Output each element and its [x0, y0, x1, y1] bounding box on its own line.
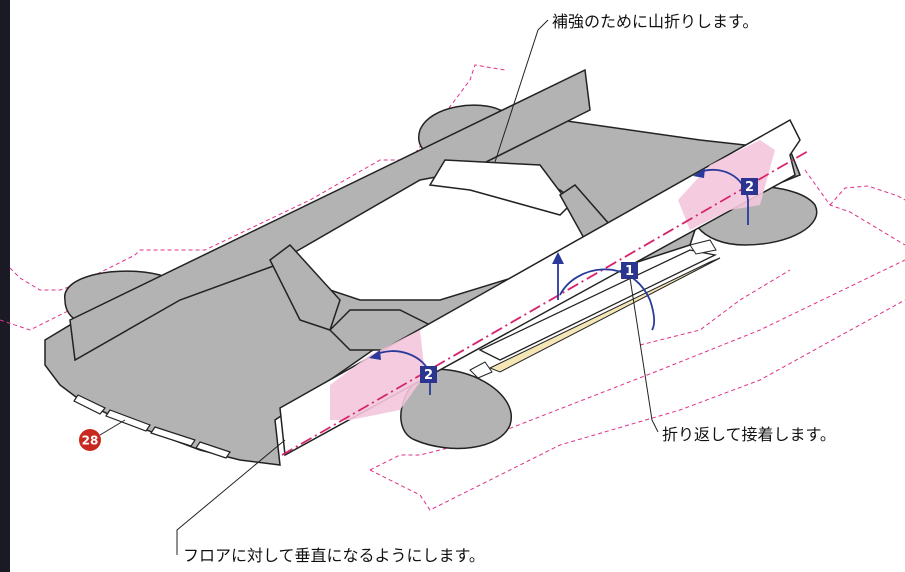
glue-strip	[488, 257, 721, 373]
tab-3	[150, 426, 196, 447]
step-badge-1: 1	[621, 262, 638, 279]
mountain-fold-line	[281, 149, 811, 456]
arrowhead-step2-right	[693, 168, 705, 178]
ghost-outline-bottom	[369, 299, 905, 511]
arrow-step2-right	[699, 168, 749, 225]
step-badge-1-box	[621, 262, 638, 279]
ghost-outline-right-inner	[804, 169, 905, 246]
arrowhead-step1-up	[552, 252, 564, 264]
glue-tab-end	[689, 239, 717, 255]
flap-bottom-right	[400, 368, 513, 450]
glue-flap	[478, 249, 718, 361]
tab-2	[105, 409, 151, 432]
arrowheads	[369, 168, 705, 360]
step-badge-2-right: 2	[741, 178, 758, 195]
hood-left	[269, 243, 341, 331]
left-edge-bar	[0, 0, 10, 572]
step-badge-1-label: 1	[625, 264, 634, 279]
glue-tab-start	[469, 361, 493, 379]
arrow-step1-curve	[559, 268, 655, 331]
bottom-tabs	[73, 394, 231, 459]
step-badge-2-right-label: 2	[745, 180, 754, 195]
part-number-leader	[99, 419, 126, 436]
leader-right	[629, 277, 659, 433]
annotation-mountain-fold: 補強のために山折りします。	[552, 12, 758, 31]
ghost-outline-mid	[639, 269, 791, 346]
highlight-right	[678, 140, 775, 230]
step-badge-2-right-box	[741, 178, 758, 195]
ghost-outline-right	[829, 185, 905, 206]
step-badge-2-left-label: 2	[424, 368, 433, 383]
part-number-label: 28	[82, 434, 99, 448]
tab-1	[73, 394, 106, 415]
leader-top	[494, 19, 549, 163]
step-badge-2-left-box	[420, 366, 437, 383]
part-number-circle	[79, 429, 101, 451]
leader-bottom	[176, 439, 286, 555]
arrowhead-step2-left	[369, 350, 381, 360]
part-number-badge: 28	[79, 429, 101, 451]
tab-4	[195, 441, 231, 459]
annotation-fold-back-glue: 折り返して接着します。	[662, 425, 836, 444]
annotation-vertical-to-floor: フロアに対して垂直になるようにします。	[183, 546, 485, 565]
step-badge-2-left: 2	[420, 366, 437, 383]
leader-lines	[176, 19, 659, 555]
